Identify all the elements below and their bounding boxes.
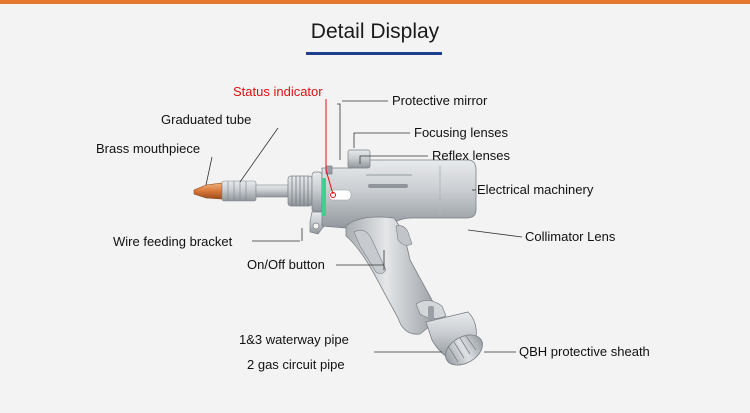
front-ring <box>311 171 323 213</box>
label-reflex-lenses: Reflex lenses <box>432 148 511 163</box>
label-qbh-sheath: QBH protective sheath <box>519 344 650 359</box>
vent-slot <box>368 184 408 188</box>
label-brass-mouthpiece: Brass mouthpiece <box>96 141 201 156</box>
leader-lines <box>205 100 523 353</box>
label-graduated-tube: Graduated tube <box>161 112 252 127</box>
nozzle-tube <box>255 184 289 198</box>
page-title: Detail Display <box>310 20 440 43</box>
collimator-ring <box>395 225 413 246</box>
top-accent-bar <box>0 0 750 4</box>
status-indicator-leader <box>325 99 334 195</box>
title-underline <box>306 52 442 55</box>
label-electrical-machinery: Electrical machinery <box>477 182 594 197</box>
label-focusing-lenses: Focusing lenses <box>414 125 508 140</box>
label-on-off-button: On/Off button <box>247 257 325 272</box>
label-protective-mirror: Protective mirror <box>392 93 488 108</box>
label-waterway-pipe: 1&3 waterway pipe <box>239 332 349 347</box>
on-off-button <box>353 229 387 274</box>
graduated-tube <box>221 180 257 202</box>
mirror-housing <box>347 149 371 169</box>
brass-mouthpiece <box>193 182 223 200</box>
label-wire-feeding-bracket: Wire feeding bracket <box>113 234 233 249</box>
label-gas-circuit-pipe: 2 gas circuit pipe <box>247 357 345 372</box>
label-status-indicator: Status indicator <box>233 84 323 99</box>
status-led-ring <box>322 178 326 216</box>
label-collimator-lens: Collimator Lens <box>525 229 616 244</box>
